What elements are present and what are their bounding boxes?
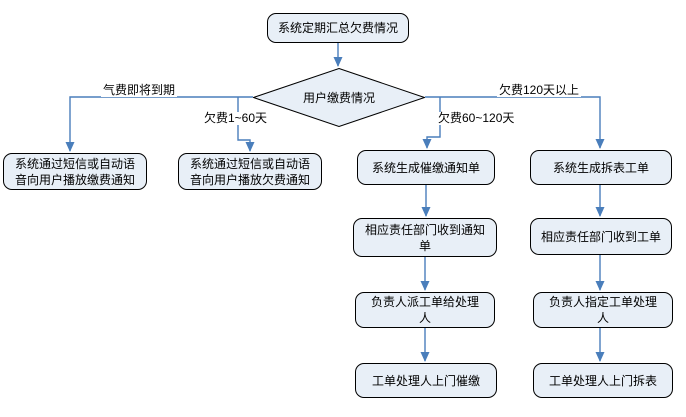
edge-label-days-1-60: 欠费1~60天 — [202, 111, 270, 125]
node-door-removal: 工单处理人上门拆表 — [533, 363, 673, 398]
edge-label-days-120-plus: 欠费120天以上 — [497, 83, 582, 97]
node-generate-reminder: 系统生成催缴通知单 — [357, 150, 495, 185]
edge-days-120-plus — [425, 96, 605, 149]
node-decision: 用户缴费情况 — [253, 68, 425, 127]
decision-diamond-shape — [253, 68, 425, 127]
node-start: 系统定期汇总欠费情况 — [267, 13, 409, 43]
node-dept-receive-notice: 相应责任部门收到通知单 — [353, 218, 497, 257]
node-notify-payment: 系统通过短信或自动语音向用户播放缴费通知 — [3, 153, 147, 190]
node-dept-receive-order: 相应责任部门收到工单 — [530, 218, 672, 255]
node-notify-arrears: 系统通过短信或自动语音向用户播放欠费通知 — [178, 153, 322, 190]
node-designate-handler: 负责人指定工单处理人 — [533, 292, 673, 328]
node-door-collection: 工单处理人上门催缴 — [355, 363, 497, 398]
node-assign-work-order: 负责人派工单给处理人 — [355, 292, 495, 328]
edge-gas-due — [65, 96, 253, 152]
decision-label: 用户缴费情况 — [302, 91, 375, 105]
edge-label-gas-due: 气费即将到期 — [101, 83, 178, 97]
node-generate-removal-order: 系统生成拆表工单 — [530, 150, 672, 185]
edge-label-days-60-120: 欠费60~120天 — [436, 111, 517, 125]
